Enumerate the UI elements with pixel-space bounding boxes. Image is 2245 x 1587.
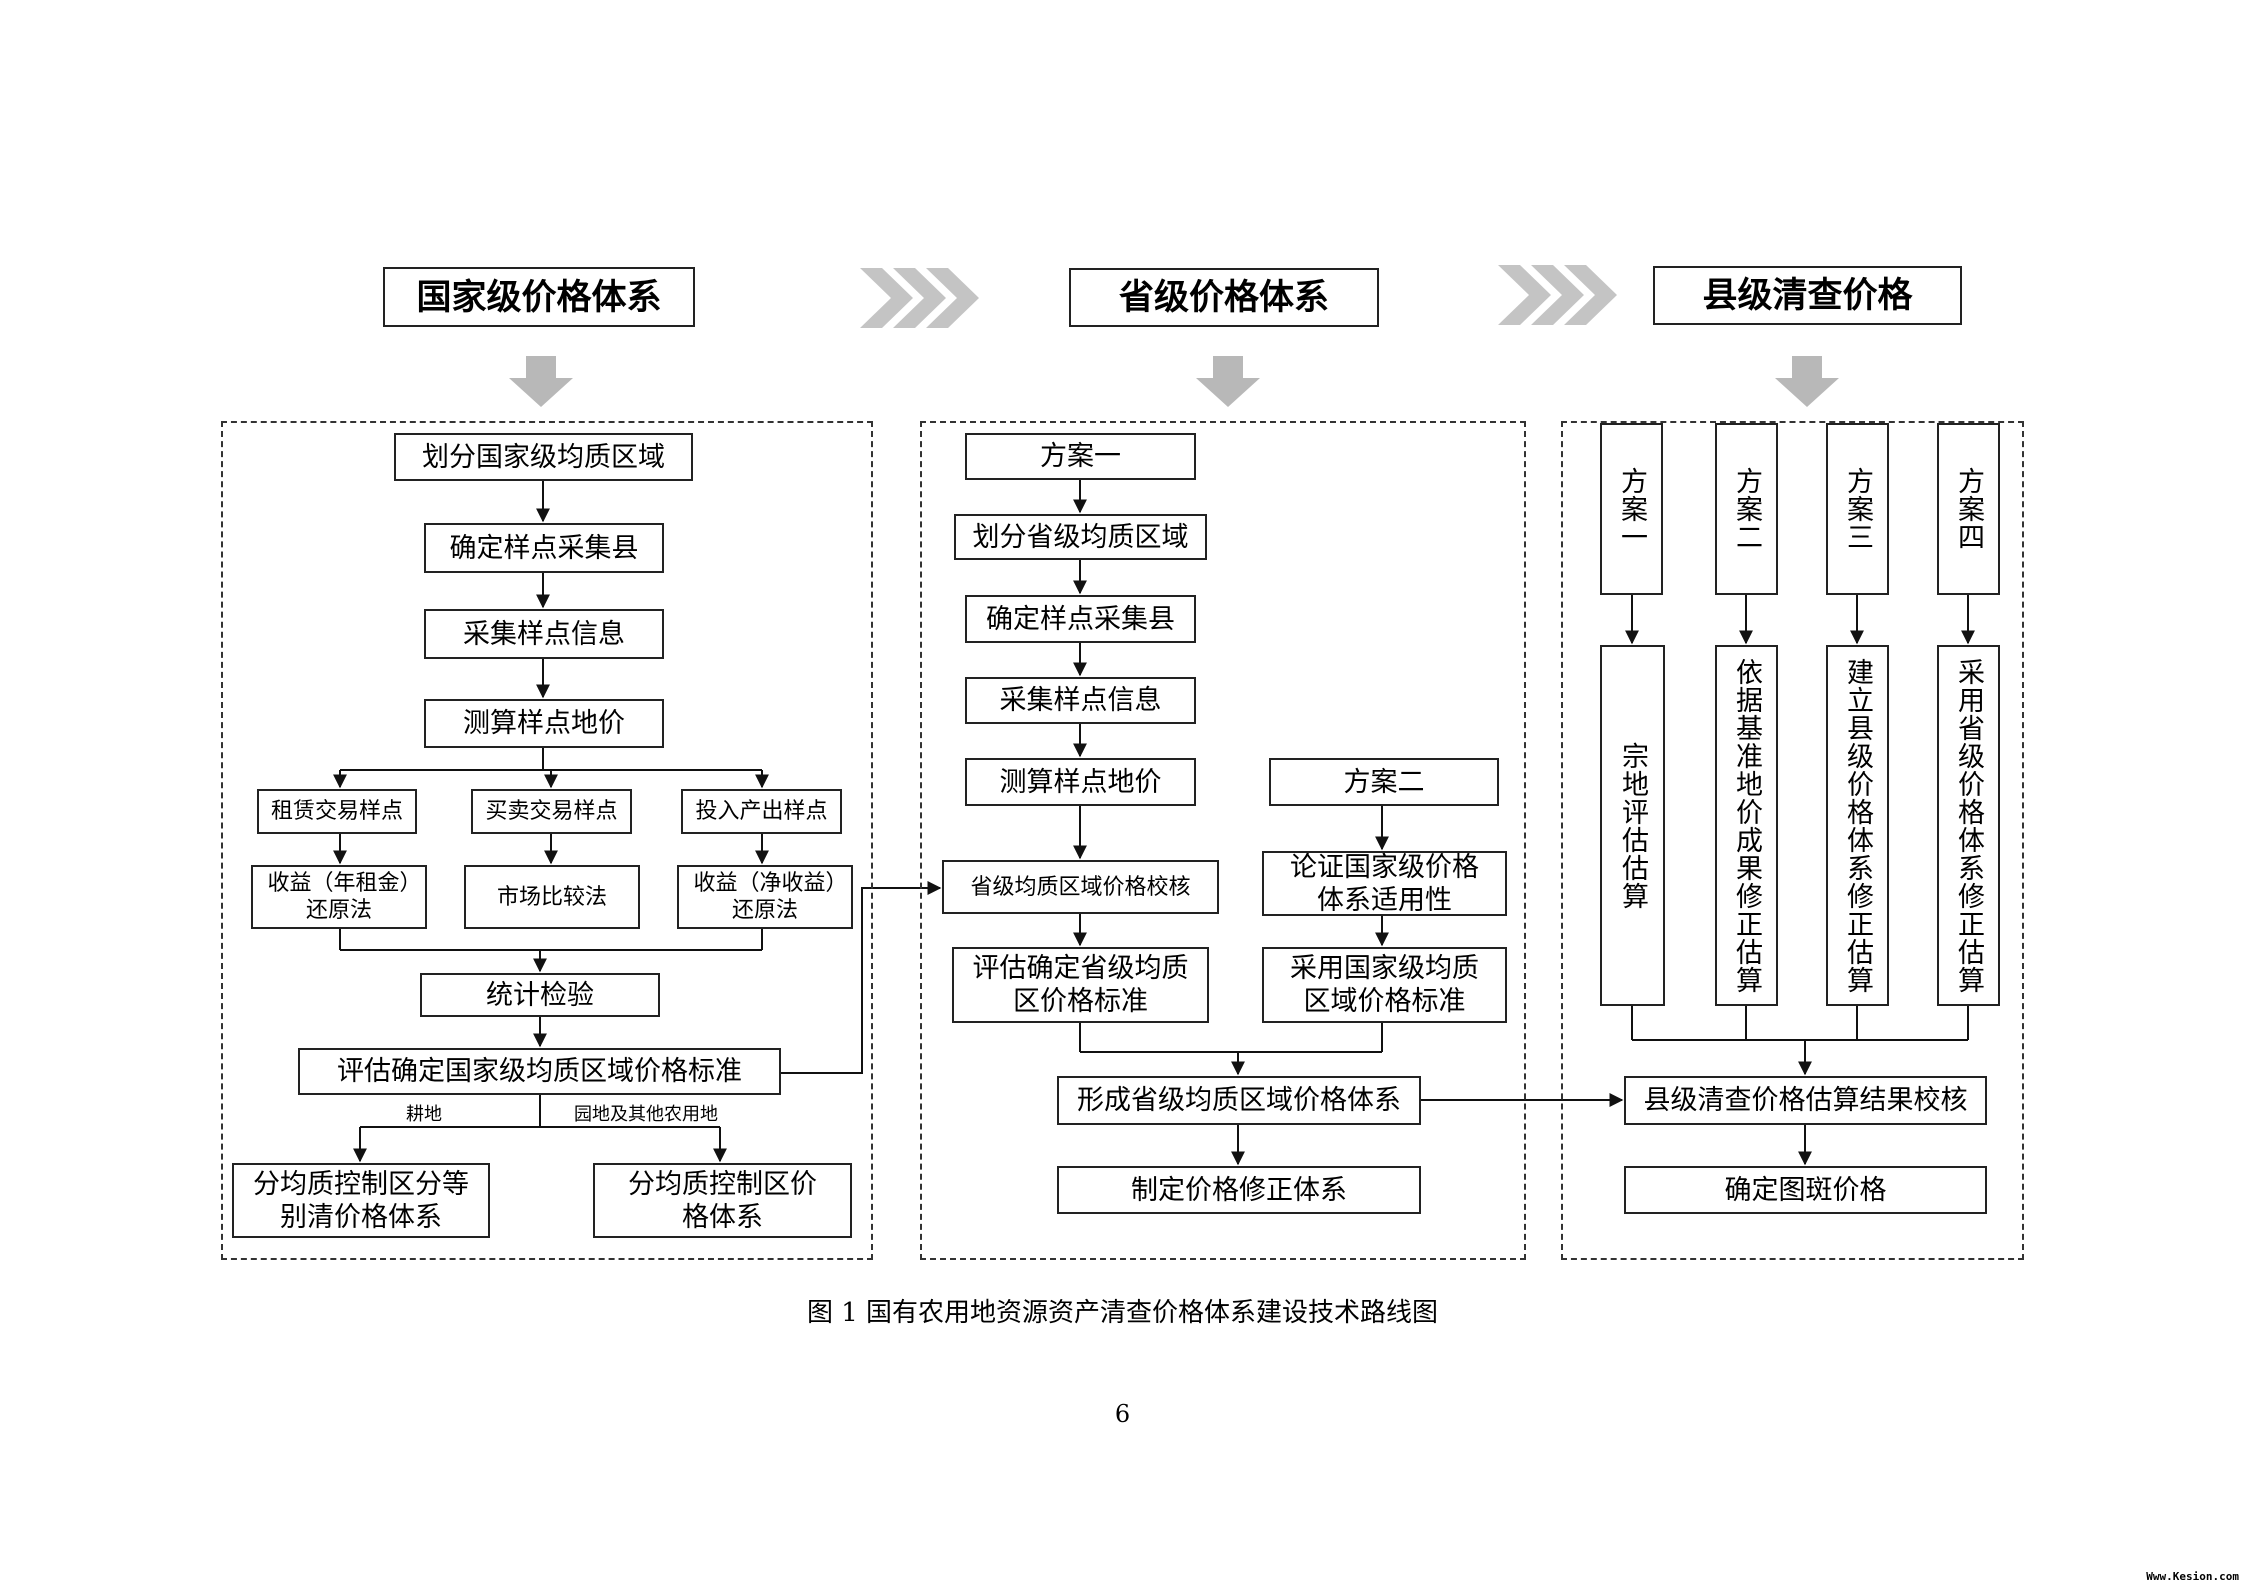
down-arrow-county xyxy=(1775,356,1839,407)
national-market: 市场比较法 xyxy=(464,865,640,929)
national-income-rent: 收益（年租金）还原法 xyxy=(251,865,427,929)
national-price-system: 分均质控制区价格体系 xyxy=(593,1163,852,1238)
provincial-correction: 制定价格修正体系 xyxy=(1057,1166,1421,1214)
chevron-arrows-2 xyxy=(1498,265,1617,325)
figure-caption: 图 1 国有农用地资源资产清查价格体系建设技术路线图 xyxy=(806,1298,1439,1328)
provincial-divide: 划分省级均质区域 xyxy=(954,514,1207,560)
header-provincial: 省级价格体系 xyxy=(1069,268,1379,327)
national-standard: 评估确定国家级均质区域价格标准 xyxy=(298,1048,781,1095)
header-county: 县级清查价格 xyxy=(1653,266,1962,325)
national-collect: 采集样点信息 xyxy=(424,609,664,659)
county-method4: 采用省级价格体系修正估算 xyxy=(1937,645,2000,1006)
county-plan4: 方案四 xyxy=(1937,423,2000,595)
national-lease: 租赁交易样点 xyxy=(257,789,417,834)
national-input-output: 投入产出样点 xyxy=(681,789,842,834)
down-arrow-provincial xyxy=(1196,356,1260,407)
national-county-select: 确定样点采集县 xyxy=(424,523,664,573)
national-grade-system: 分均质控制区分等别清价格体系 xyxy=(232,1163,490,1238)
county-plan2: 方案二 xyxy=(1715,423,1778,595)
provincial-plan1: 方案一 xyxy=(965,433,1196,480)
chevron-arrows-1 xyxy=(860,268,979,328)
provincial-form: 形成省级均质区域价格体系 xyxy=(1057,1076,1421,1125)
provincial-plan2: 方案二 xyxy=(1269,758,1499,806)
page-number: 6 xyxy=(1114,1400,1131,1428)
watermark: Www.Kesion.com xyxy=(2146,1570,2239,1583)
county-plan1: 方案一 xyxy=(1600,423,1663,595)
national-divide: 划分国家级均质区域 xyxy=(394,433,693,481)
provincial-county-select: 确定样点采集县 xyxy=(965,595,1196,643)
provincial-adopt: 采用国家级均质区域价格标准 xyxy=(1262,947,1507,1023)
provincial-calc: 测算样点地价 xyxy=(965,758,1196,806)
county-method2: 依据基准地价成果修正估算 xyxy=(1715,645,1778,1006)
provincial-panel xyxy=(920,421,1526,1260)
national-calc: 测算样点地价 xyxy=(424,699,664,748)
national-stat: 统计检验 xyxy=(420,973,660,1017)
county-method1: 宗地评估估算 xyxy=(1600,645,1665,1006)
provincial-check: 省级均质区域价格校核 xyxy=(942,860,1219,914)
label-farmland: 耕地 xyxy=(406,1104,442,1125)
provincial-verify: 论证国家级价格体系适用性 xyxy=(1262,851,1507,916)
down-arrow-national xyxy=(509,356,573,407)
provincial-eval-standard: 评估确定省级均质区价格标准 xyxy=(952,947,1209,1023)
county-method3: 建立县级价格体系修正估算 xyxy=(1826,645,1889,1006)
county-check: 县级清查价格估算结果校核 xyxy=(1624,1076,1987,1125)
label-garden: 园地及其他农用地 xyxy=(574,1104,718,1125)
provincial-collect: 采集样点信息 xyxy=(965,677,1196,724)
county-determine: 确定图斑价格 xyxy=(1624,1166,1987,1214)
national-income-net: 收益（净收益）还原法 xyxy=(677,865,853,929)
national-trade: 买卖交易样点 xyxy=(471,789,632,834)
national-panel xyxy=(221,421,873,1260)
county-panel xyxy=(1561,421,2024,1260)
county-plan3: 方案三 xyxy=(1826,423,1889,595)
header-national: 国家级价格体系 xyxy=(383,267,695,327)
